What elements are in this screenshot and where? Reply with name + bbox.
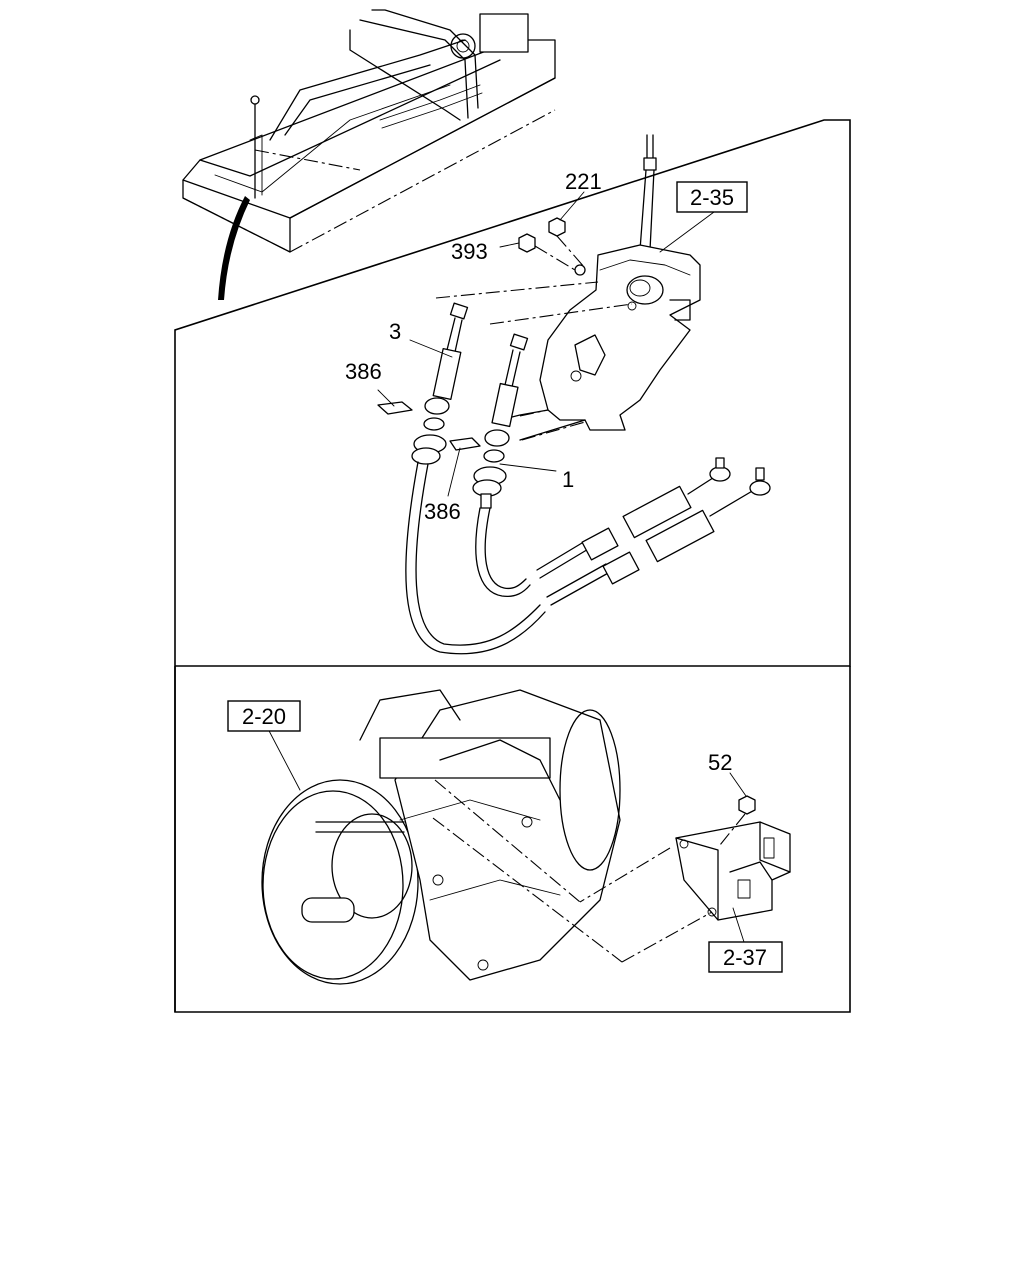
callout-386-upper: 386 [345,359,382,384]
cable-1 [472,333,531,598]
callout-386-lower: 386 [424,499,461,524]
nut-393 [518,233,536,253]
ref-box-2-37[interactable]: 2-37 [708,941,783,973]
callout-393: 393 [451,239,488,264]
upper-panel-frame [174,119,851,1012]
cable-3 [405,302,546,655]
transmission-illustration [261,689,621,985]
callout-3: 3 [389,319,401,344]
bracket-2-37 [432,779,791,963]
nut-221 [548,217,566,237]
ref-box-2-20[interactable]: 2-20 [227,700,301,732]
ref-label-2-20: 2-20 [242,704,286,729]
callout-221: 221 [565,169,602,194]
nut-52 [738,795,756,815]
lower-panel-frame [174,666,851,1013]
shift-lever-assembly [499,134,701,441]
cable-ends [536,457,771,606]
shift-cables [377,217,771,655]
ref-box-2-35[interactable]: 2-35 [676,181,748,213]
ref-label-2-35: 2-35 [690,185,734,210]
vehicle-chassis-illustration [182,9,556,300]
callout-1: 1 [562,467,574,492]
clip-386-right [449,437,481,451]
clip-386-left [377,401,413,415]
callout-52: 52 [708,750,732,775]
leader-lines [265,191,747,943]
ref-label-2-37: 2-37 [723,945,767,970]
